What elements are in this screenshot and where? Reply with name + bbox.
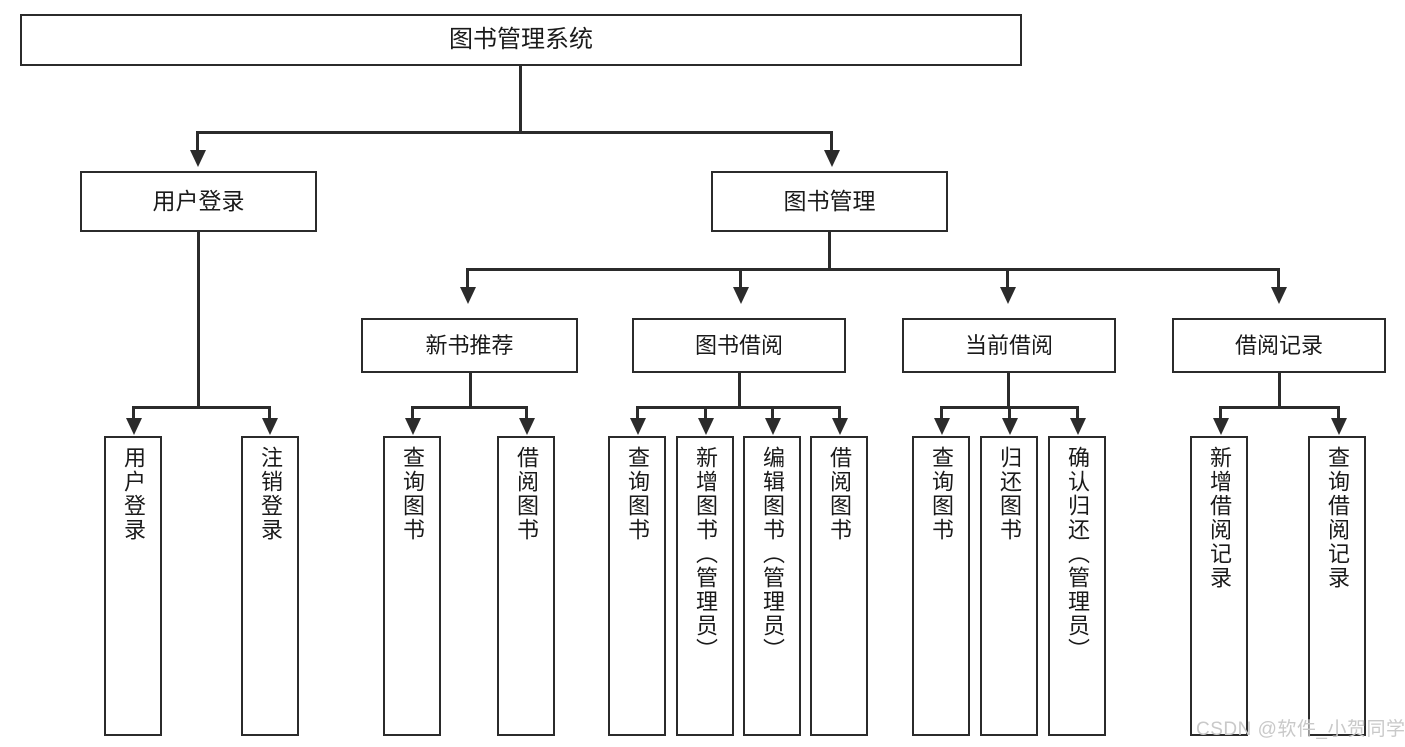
edge-root-to-book-manage [830, 131, 833, 153]
edge-book-borrow-bus [636, 406, 840, 409]
arrow-to-current-borrow [1000, 287, 1016, 304]
node-label: 用户登录 [152, 187, 245, 214]
arrow-to-new-book [460, 287, 476, 304]
edge-to-current-borrow [1006, 268, 1009, 290]
node-label: 归还图书 [997, 446, 1022, 542]
node-user-login[interactable]: 用户登录 [80, 171, 317, 232]
node-label: 确认归还（管理员） [1065, 446, 1090, 662]
edge-to-new-book [466, 268, 469, 290]
edge-new-book-stem [469, 373, 472, 408]
node-label: 用户登录 [121, 446, 146, 542]
edge-borrow-record-stem [1278, 373, 1281, 408]
node-label: 查询图书 [400, 446, 425, 542]
edge-book-manage-stem [828, 232, 831, 270]
edge-root-to-user-login [196, 131, 199, 153]
edge-current-borrow-leaf-2 [1008, 406, 1011, 420]
leaf-user-login[interactable]: 用户登录 [104, 436, 162, 736]
edge-to-borrow-record [1277, 268, 1280, 290]
leaf-add-book-admin[interactable]: 新增图书（管理员） [676, 436, 734, 736]
node-book-management-system[interactable]: 图书管理系统 [20, 14, 1022, 66]
node-new-book-recommend[interactable]: 新书推荐 [361, 318, 578, 373]
leaf-search-book-recommend[interactable]: 查询图书 [383, 436, 441, 736]
arrow-user-login-leaf-2 [262, 418, 278, 435]
arrow-new-book-leaf-2 [519, 418, 535, 435]
node-current-borrow[interactable]: 当前借阅 [902, 318, 1116, 373]
leaf-borrow-book[interactable]: 借阅图书 [810, 436, 868, 736]
arrow-to-borrow-record [1271, 287, 1287, 304]
edge-user-login-leaf-2 [268, 406, 271, 420]
node-label: 查询借阅记录 [1325, 446, 1350, 590]
node-label: 编辑图书（管理员） [760, 446, 785, 662]
node-borrow-record[interactable]: 借阅记录 [1172, 318, 1386, 373]
arrow-book-borrow-leaf-4 [832, 418, 848, 435]
node-book-borrow[interactable]: 图书借阅 [632, 318, 846, 373]
node-label: 当前借阅 [964, 332, 1053, 358]
edge-book-borrow-leaf-4 [838, 406, 841, 420]
node-label: 新增图书（管理员） [693, 446, 718, 662]
arrow-current-borrow-leaf-1 [934, 418, 950, 435]
arrow-new-book-leaf-1 [405, 418, 421, 435]
node-label: 新增借阅记录 [1207, 446, 1232, 590]
arrow-user-login-leaf-1 [126, 418, 142, 435]
edge-new-book-leaf-1 [411, 406, 414, 420]
node-label: 借阅图书 [827, 446, 852, 542]
leaf-search-borrow-record[interactable]: 查询借阅记录 [1308, 436, 1366, 736]
edge-current-borrow-leaf-1 [940, 406, 943, 420]
arrow-current-borrow-leaf-3 [1070, 418, 1086, 435]
edge-current-borrow-leaf-3 [1076, 406, 1079, 420]
leaf-return-book[interactable]: 归还图书 [980, 436, 1038, 736]
leaf-edit-book-admin[interactable]: 编辑图书（管理员） [743, 436, 801, 736]
arrow-book-borrow-leaf-1 [630, 418, 646, 435]
edge-book-borrow-leaf-2 [704, 406, 707, 420]
node-label: 查询图书 [625, 446, 650, 542]
arrow-to-book-borrow [733, 287, 749, 304]
arrow-root-to-book-manage [824, 150, 840, 167]
leaf-borrow-book-recommend[interactable]: 借阅图书 [497, 436, 555, 736]
arrow-book-borrow-leaf-2 [698, 418, 714, 435]
edge-user-login-bus [132, 406, 270, 409]
leaf-add-borrow-record[interactable]: 新增借阅记录 [1190, 436, 1248, 736]
edge-root-stem [519, 65, 522, 133]
edge-to-book-borrow [739, 268, 742, 290]
node-label: 新书推荐 [425, 332, 514, 358]
edge-book-borrow-leaf-3 [771, 406, 774, 420]
edge-new-book-leaf-2 [525, 406, 528, 420]
edge-book-borrow-stem [738, 373, 741, 408]
edge-borrow-record-bus [1219, 406, 1339, 409]
node-book-management[interactable]: 图书管理 [711, 171, 948, 232]
edge-current-borrow-stem [1007, 373, 1010, 408]
arrow-borrow-record-leaf-1 [1213, 418, 1229, 435]
node-label: 图书管理 [783, 187, 876, 214]
edge-root-bus [196, 131, 833, 134]
edge-book-borrow-leaf-1 [636, 406, 639, 420]
edge-borrow-record-leaf-2 [1337, 406, 1340, 420]
arrow-current-borrow-leaf-2 [1002, 418, 1018, 435]
arrow-book-borrow-leaf-3 [765, 418, 781, 435]
edge-book-manage-bus [466, 268, 1280, 271]
node-label: 图书借阅 [694, 332, 783, 358]
leaf-confirm-return-admin[interactable]: 确认归还（管理员） [1048, 436, 1106, 736]
edge-user-login-stem [197, 232, 200, 408]
leaf-search-book[interactable]: 查询图书 [608, 436, 666, 736]
edge-borrow-record-leaf-1 [1219, 406, 1222, 420]
node-label: 查询图书 [929, 446, 954, 542]
arrow-borrow-record-leaf-2 [1331, 418, 1347, 435]
leaf-search-book-current[interactable]: 查询图书 [912, 436, 970, 736]
node-label: 注销登录 [258, 446, 283, 542]
leaf-logout[interactable]: 注销登录 [241, 436, 299, 736]
node-label: 图书管理系统 [449, 25, 593, 53]
edge-user-login-leaf-1 [132, 406, 135, 420]
edge-new-book-bus [411, 406, 527, 409]
node-label: 借阅图书 [514, 446, 539, 542]
node-label: 借阅记录 [1234, 332, 1323, 358]
arrow-root-to-user-login [190, 150, 206, 167]
